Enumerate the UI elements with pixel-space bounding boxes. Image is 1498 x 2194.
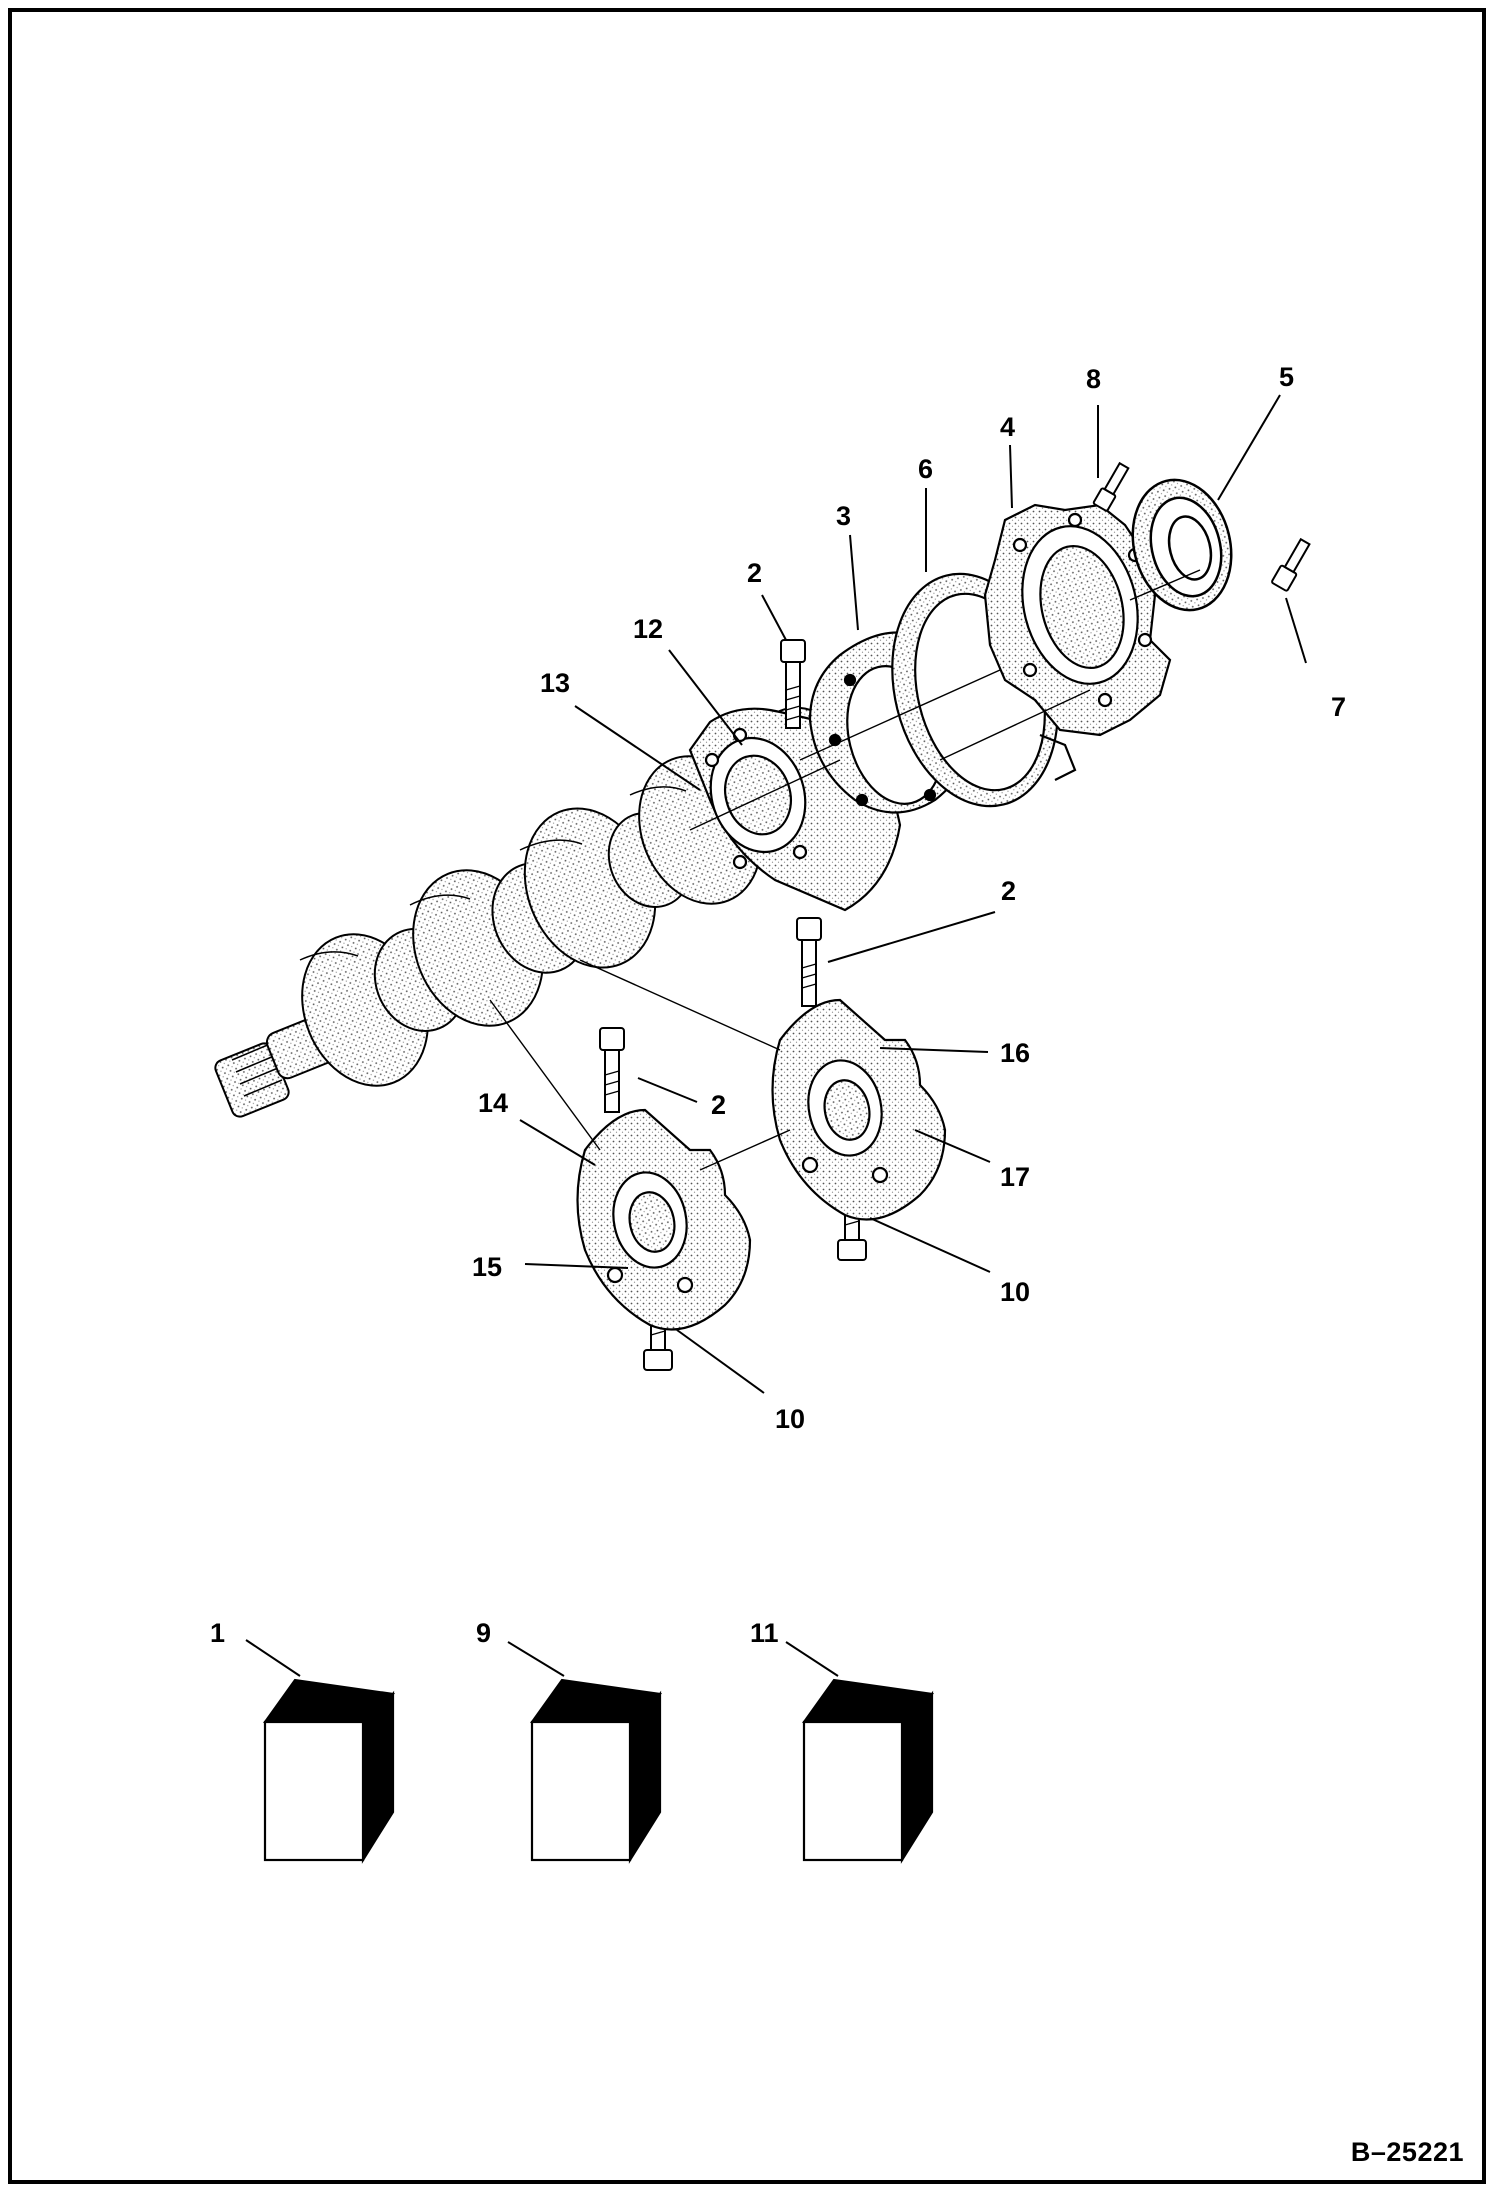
bolt-holder-left — [599, 1027, 625, 1113]
callout-2-left: 2 — [711, 1090, 726, 1120]
callout-14: 14 — [478, 1088, 508, 1118]
bolt-holder-right — [796, 917, 822, 1007]
callout-8: 8 — [1086, 364, 1101, 394]
kit-box-11 — [802, 1678, 934, 1864]
callout-7: 7 — [1331, 692, 1346, 722]
callout-12: 12 — [633, 614, 663, 644]
callout-2-right: 2 — [1001, 876, 1016, 906]
callout-9: 9 — [476, 1618, 491, 1648]
callout-5: 5 — [1279, 362, 1294, 392]
alignment-lines — [489, 569, 1201, 1171]
figure-number: B–25221 — [1350, 2137, 1464, 2167]
callout-11: 11 — [750, 1618, 779, 1648]
callout-15: 15 — [472, 1252, 502, 1282]
oil-seal-case — [983, 503, 1172, 737]
kit-box-9 — [530, 1678, 662, 1864]
callout-labels: 8 5 4 6 3 2 12 13 7 2 16 17 10 2 14 15 1… — [210, 362, 1346, 1648]
callout-16: 16 — [1000, 1038, 1030, 1068]
main-bearing-holder-left — [576, 1108, 752, 1331]
kit-box-1 — [263, 1678, 395, 1864]
bolts — [599, 461, 1311, 1371]
callout-10-right: 10 — [1000, 1277, 1030, 1307]
callout-13: 13 — [540, 668, 570, 698]
callout-3: 3 — [836, 501, 851, 531]
callout-17: 17 — [1000, 1162, 1030, 1192]
callout-10-left: 10 — [775, 1404, 805, 1434]
callout-2-top: 2 — [747, 558, 762, 588]
callout-6: 6 — [918, 454, 933, 484]
bolt-8 — [1092, 461, 1130, 512]
leader-lines — [245, 394, 1307, 1677]
callout-4: 4 — [1000, 412, 1015, 442]
drawing-border — [8, 8, 1486, 2184]
bolt-7 — [1271, 537, 1311, 592]
bolt-top — [780, 639, 806, 729]
callout-1: 1 — [210, 1618, 225, 1648]
oil-seal — [1131, 478, 1233, 612]
main-bearing-holder-right — [771, 998, 947, 1221]
